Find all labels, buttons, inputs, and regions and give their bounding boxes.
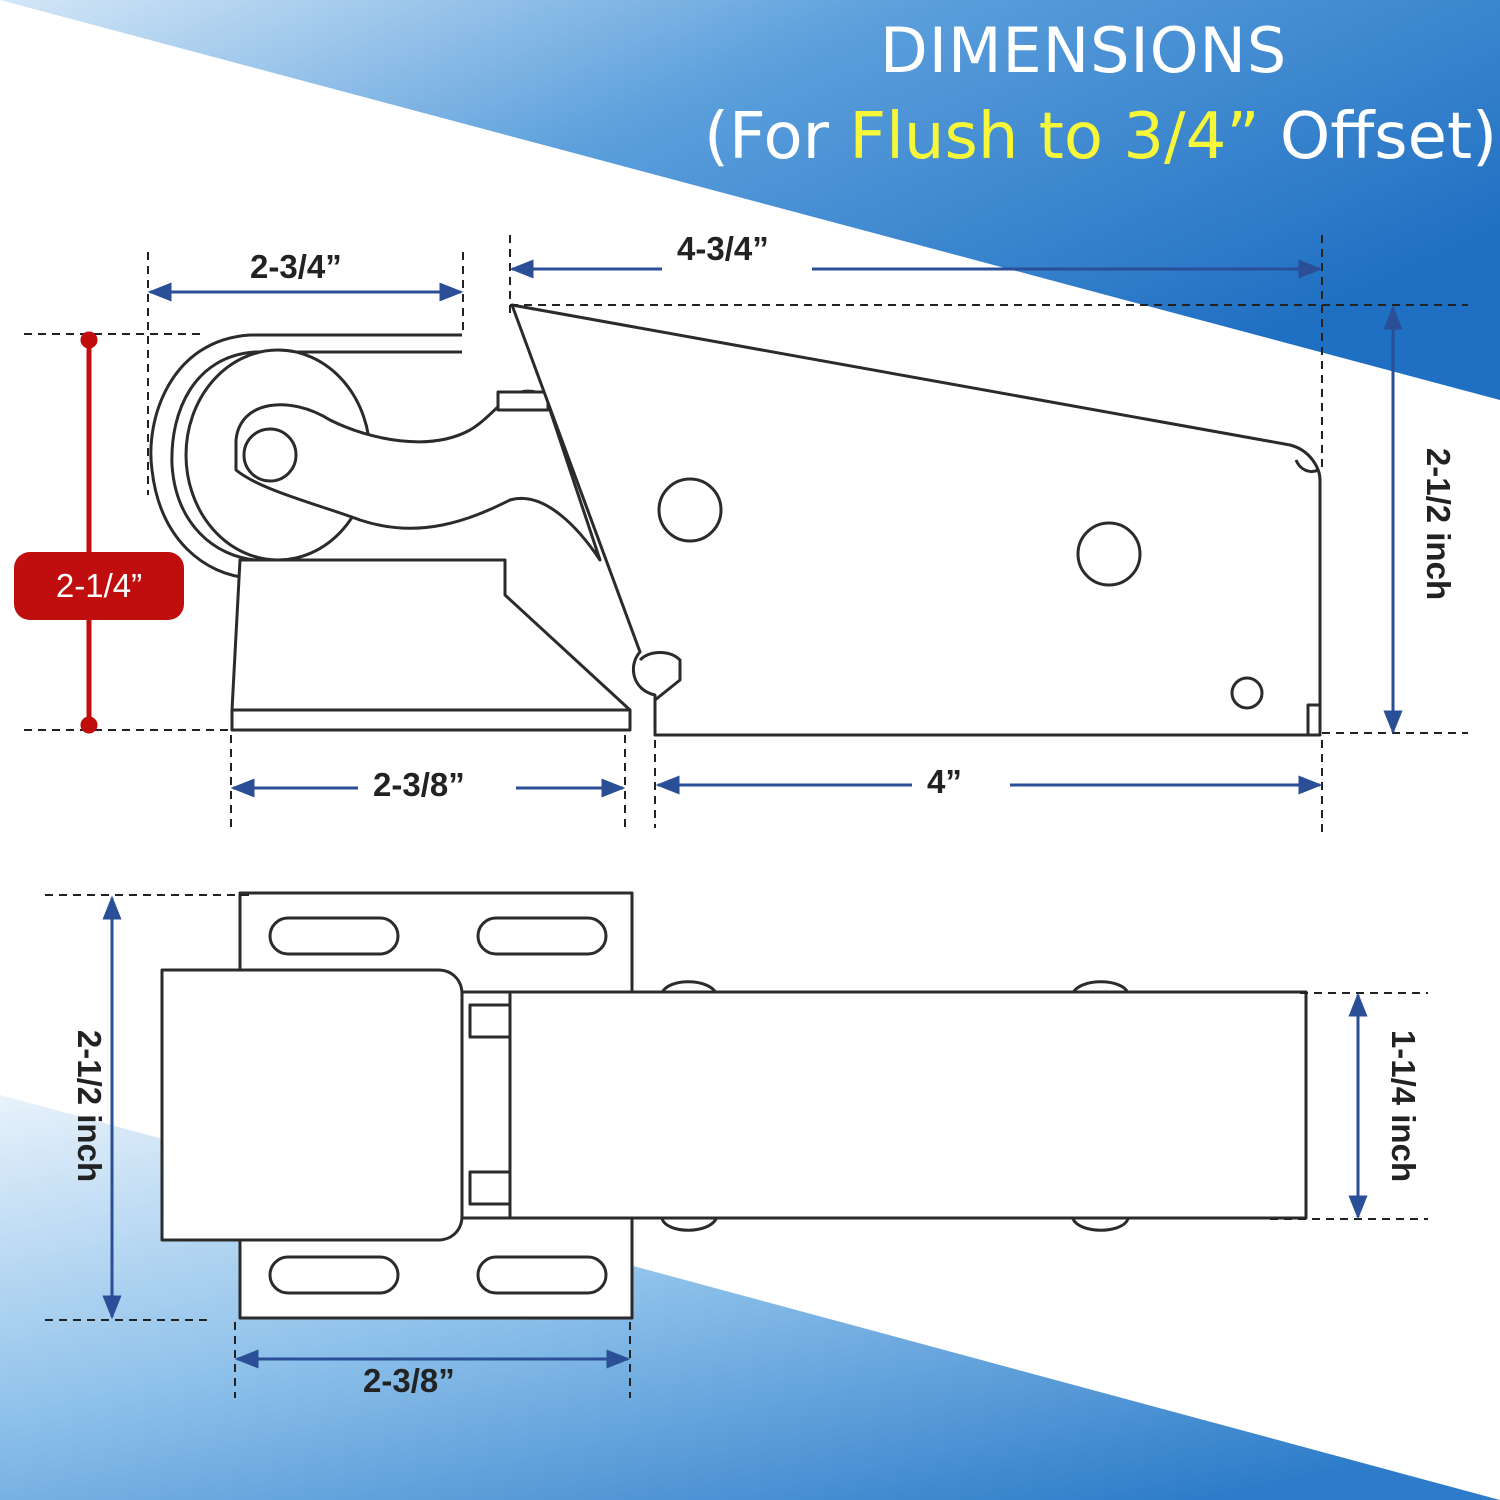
- title-close: Offset): [1259, 100, 1498, 174]
- roller-width-label: 2-3/4”: [250, 248, 342, 285]
- latch-body: [510, 303, 1322, 737]
- pawl-pivot: [242, 427, 298, 483]
- title-line-1: DIMENSIONS: [880, 14, 1288, 87]
- overall-length-label: 4-3/4”: [677, 230, 769, 267]
- top-blue-band: [0, 0, 1500, 400]
- base-width-label: 2-3/8”: [373, 766, 465, 803]
- body-width-label: 1-1/4 inch: [1385, 1029, 1422, 1183]
- roller-height-marker: [80, 331, 98, 734]
- mount-hole-2: [1076, 521, 1142, 587]
- mount-hole-1: [657, 477, 723, 543]
- mount-hole-3: [1230, 676, 1264, 710]
- roller-height-badge: 2-1/4”: [14, 552, 184, 620]
- slot-2: [476, 916, 608, 956]
- top-dimension-lines: [102, 895, 1368, 1369]
- base-block: [230, 558, 632, 712]
- body-height-label: 2-1/2 inch: [1420, 447, 1457, 601]
- top-view: [160, 891, 1308, 1320]
- body-length-label: 4”: [927, 763, 962, 800]
- plate-width-label: 2-3/8”: [363, 1362, 455, 1399]
- roller-housing-top: [160, 968, 464, 1242]
- side-dimension-lines: [147, 259, 1403, 798]
- side-view: [149, 303, 1322, 737]
- title-line-2: (For Flush to 3/4” Offset): [704, 100, 1497, 174]
- slot-1: [268, 916, 400, 956]
- title-highlight: Flush to 3/4”: [849, 100, 1260, 174]
- title-open: (For: [704, 100, 850, 174]
- pawl: [234, 389, 602, 562]
- slot-3: [268, 1255, 400, 1295]
- slot-4: [476, 1255, 608, 1295]
- plate-height-label: 2-1/2 inch: [71, 1029, 108, 1183]
- latch-body-top: [508, 990, 1308, 1220]
